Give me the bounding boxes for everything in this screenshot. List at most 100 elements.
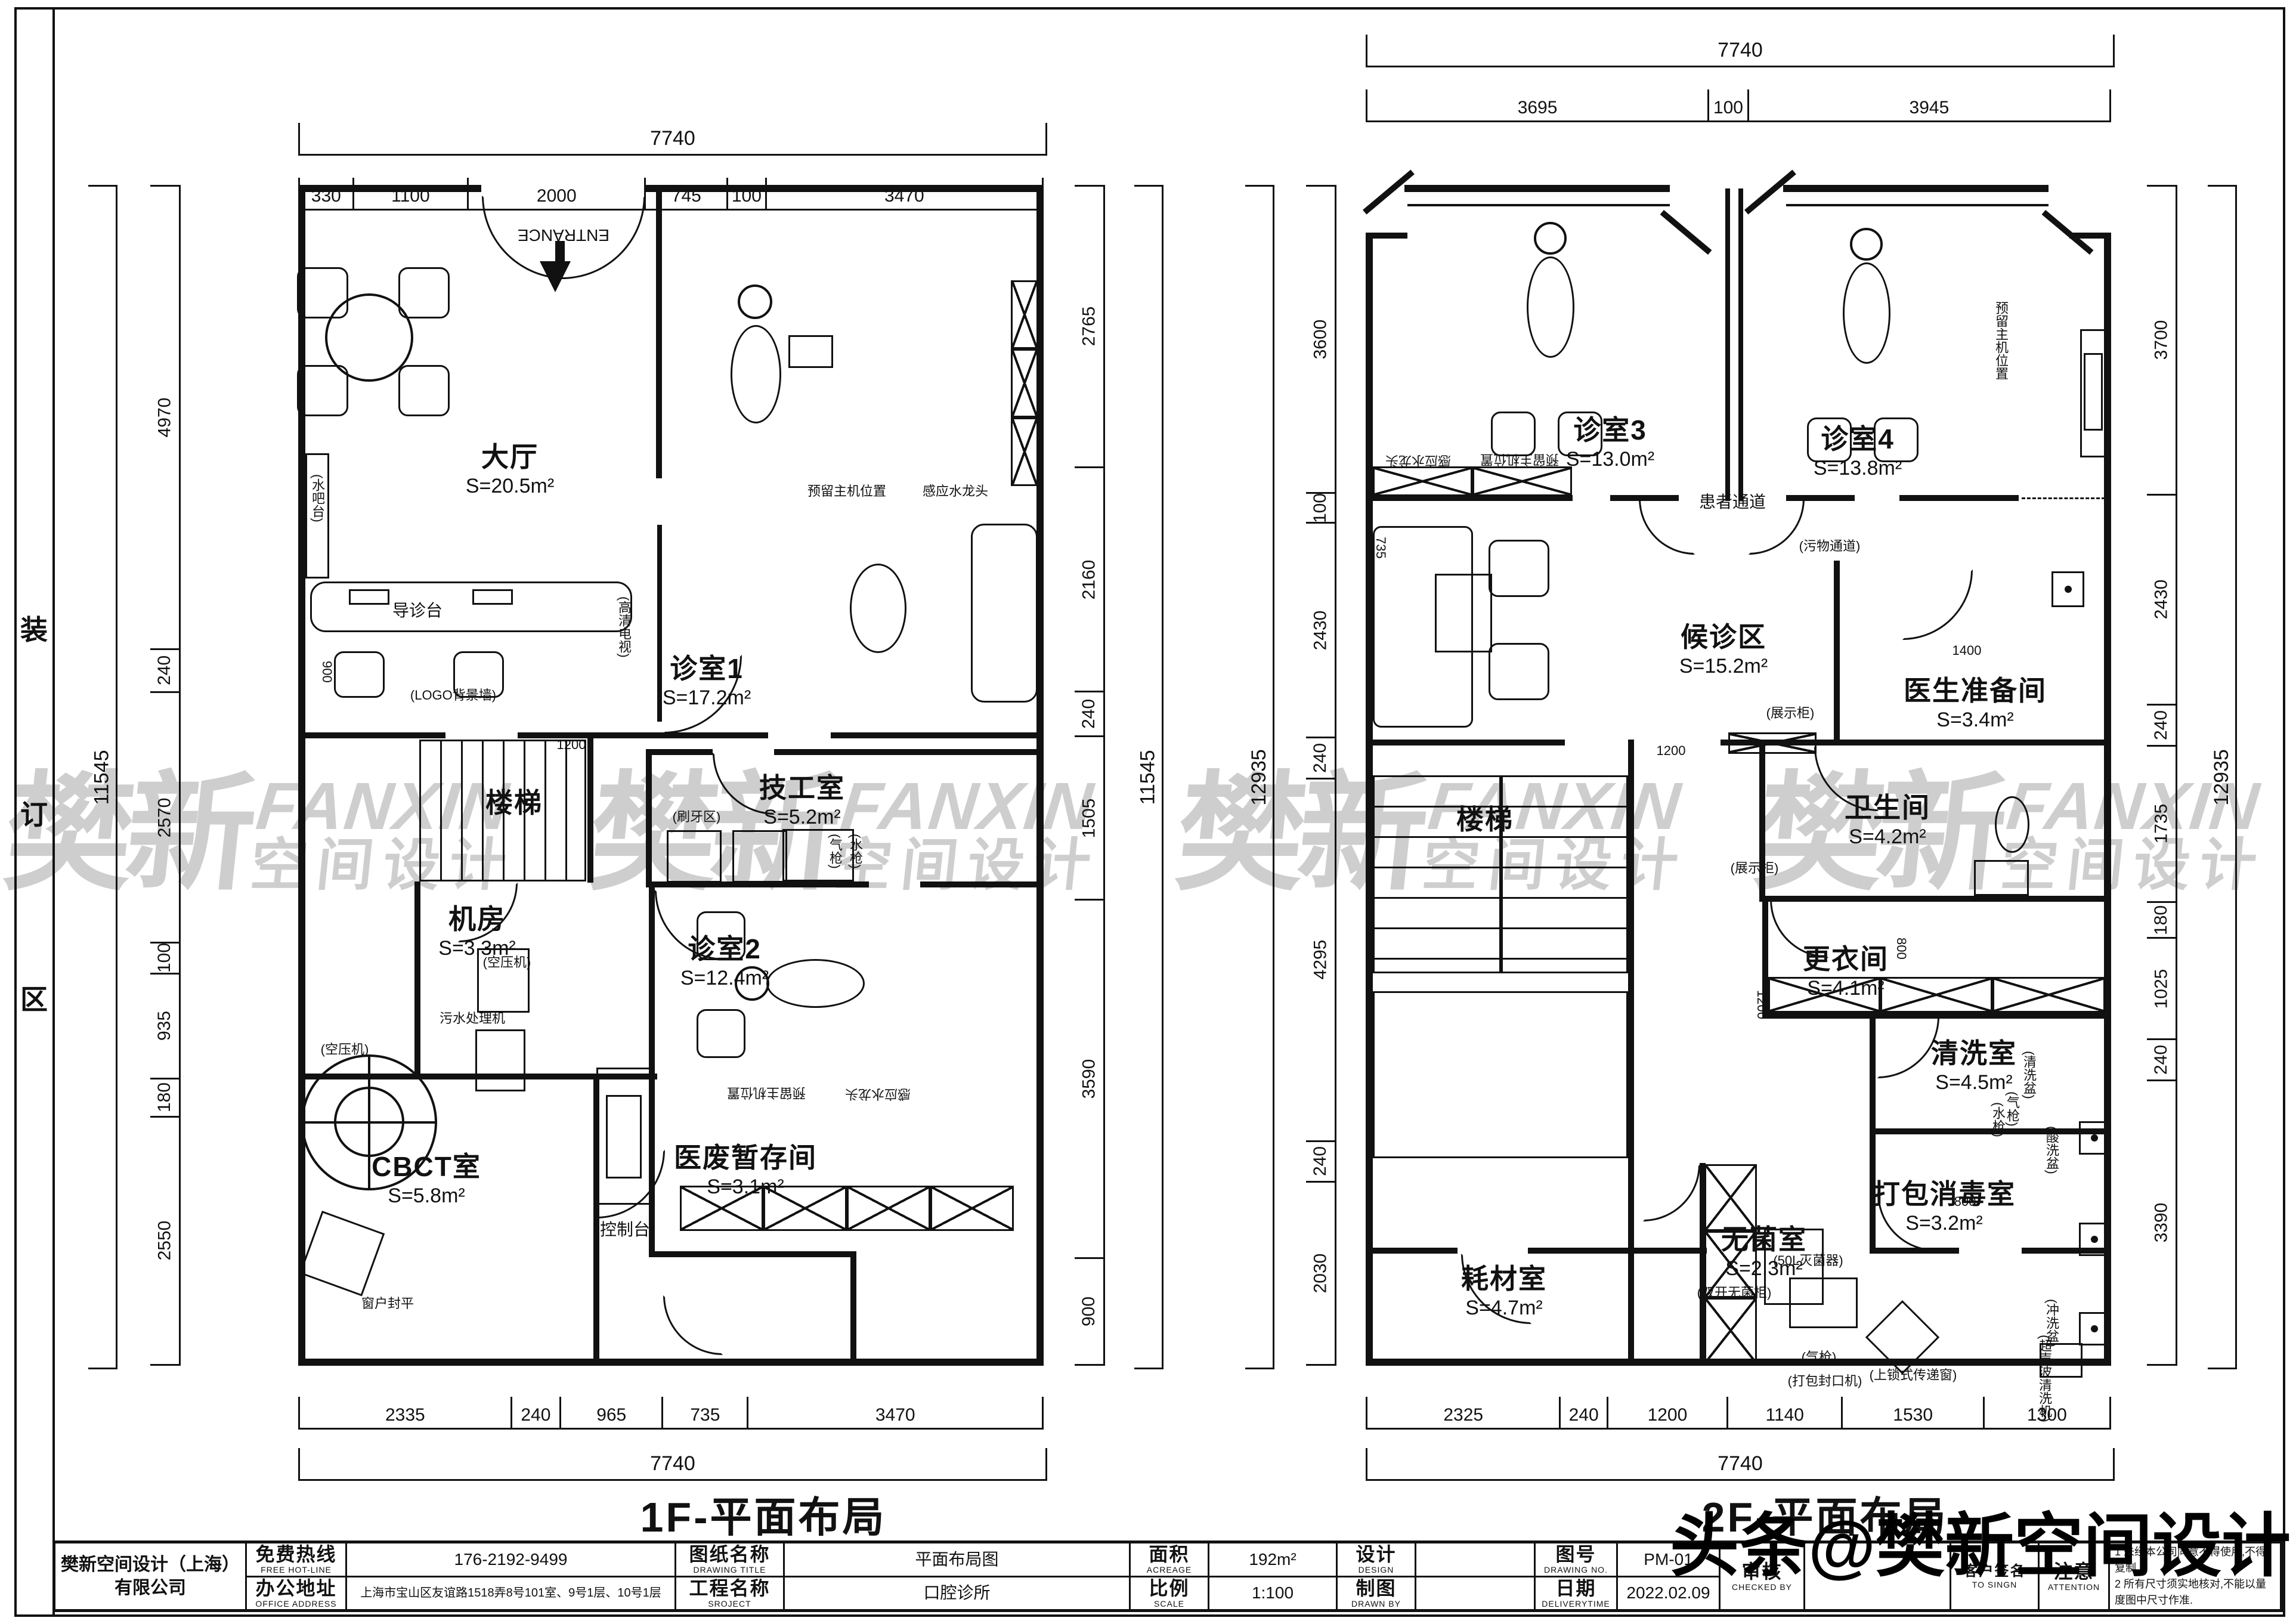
dimension-segment: 100 [1707,89,1747,122]
door-swing-arc [1902,570,1973,640]
f1-bottom-overall-dim: 7740 [298,1448,1047,1481]
dimension-segment: 240 [2147,704,2177,745]
round-table [738,284,772,319]
wall-segment [1899,495,2019,501]
dimension-segment: 3470 [765,178,1044,211]
chair [697,1009,745,1058]
address-label: 办公地址 [255,1577,337,1599]
date-value: 2022.02.09 [1626,1583,1710,1603]
chair [1489,643,1549,700]
annotation-label: (LOGO背景墙) [410,688,497,703]
wall-segment [1407,204,1670,206]
scale-value: 1:100 [1251,1583,1294,1603]
cabinet-crossbox [1992,977,2105,1013]
chair [297,267,348,318]
wall-segment [646,749,652,887]
dimension-segment: 1300 [1982,1397,2111,1430]
dimension-segment: 2430 [2147,493,2177,704]
dimension-segment: 2765 [1075,185,1105,466]
dimension-segment: 4970 [150,185,181,648]
annotation-label: (展示柜) [1730,861,1779,876]
furniture-outline [349,589,389,605]
dimension-segment: 2160 [1075,466,1105,691]
wall-segment [1373,495,1573,501]
wall-segment [298,732,445,738]
stairs [419,740,586,881]
cabinet-crossbox [1472,466,1572,496]
area-scale-values: 192m² 1:100 [1208,1543,1336,1609]
wall-segment [1366,233,1407,239]
wall-segment [850,1251,856,1366]
cabinet-crossbox [1728,732,1817,754]
wall-segment [2022,1248,2111,1254]
equipment-oval [850,564,906,653]
door-swing-arc [1643,1164,1700,1221]
dimension-segment: 1140 [1726,1397,1842,1430]
cabinet-crossbox [763,1186,847,1231]
annotation-label: (清洗盆) [2022,1051,2037,1099]
f2-left-overall-dim: 12935 [1245,185,1274,1369]
annotation-label: (高清电视) [617,596,632,658]
f1-right-overall-dim: 11545 [1134,185,1164,1369]
door-swing-arc [663,1295,723,1355]
sink [2079,1223,2110,1256]
wall-segment [1786,495,1855,501]
dimension-segment: 1530 [1841,1397,1983,1430]
dimension-segment: 965 [559,1397,662,1430]
wall-segment [2104,233,2111,1366]
dimension-segment: 240 [1559,1397,1607,1430]
dimension-segment: 2335 [298,1397,510,1430]
f1-left-overall-dim: 11545 [88,185,117,1369]
wall-segment [1373,1248,1458,1254]
annotation-label: 800 [1954,1194,1976,1209]
wall-segment [1610,495,1679,501]
wall-segment [1725,188,1730,501]
wall-segment [1783,185,2049,192]
sink [2051,571,2084,607]
f2-right-overall-dim: 12935 [2208,185,2237,1369]
wall-segment [646,185,1044,192]
f1-plan-title: 1F-平面布局 [640,1494,887,1541]
dimension-segment: 2570 [150,691,181,942]
furniture-outline [732,830,787,883]
wall-segment [1759,740,1765,902]
dimension-segment: 240 [1306,1140,1336,1181]
equipment-oval [731,325,781,423]
drawing-project-values: 平面布局图 口腔诊所 [783,1543,1129,1609]
furniture-outline [788,335,833,368]
dimension-segment: 745 [644,178,727,211]
furniture-outline [667,830,722,883]
wall-segment [1528,1248,1707,1254]
wall-segment [1744,169,1796,215]
chair [398,365,450,416]
dimension-segment: 735 [661,1397,747,1430]
equipment-oval [1527,256,1574,358]
dimension-segment: 935 [150,972,181,1078]
wall-segment [1762,1013,2111,1019]
furniture-outline [2040,1343,2083,1378]
furniture-outline [2080,329,2108,457]
annotation-label: (酸洗盆) [2044,1126,2059,1174]
wall-segment [920,881,1044,887]
annotation-label: (气枪) [1801,1350,1837,1365]
round-table [1850,228,1883,261]
annotation-label: (气枪) [2005,1091,2020,1127]
cabinet-crossbox [1011,417,1038,486]
dimension-segment: 240 [510,1397,560,1430]
annotation-label: 735 [1373,537,1388,559]
annotation-label: (50L灭菌器) [1773,1253,1843,1268]
no-date-values: PM-01 2022.02.09 [1616,1543,1719,1609]
cabinet-crossbox [847,1186,930,1231]
project-name-value: 口腔诊所 [923,1583,991,1603]
hotline-label: 免费热线 [255,1543,337,1566]
